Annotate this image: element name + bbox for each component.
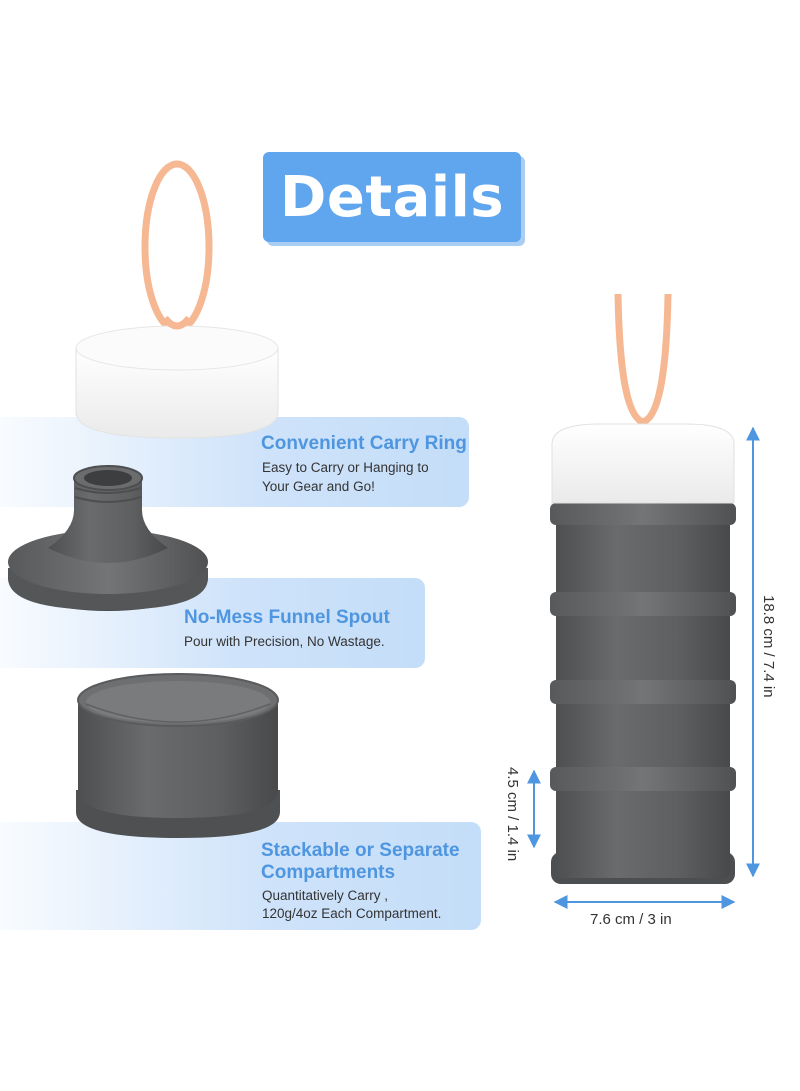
funnel-spout xyxy=(8,465,208,611)
title-badge: Details xyxy=(263,152,521,242)
feature-desc-carry-ring-line2: Your Gear and Go! xyxy=(262,479,375,494)
feature-desc-stackable-line2: 120g/4oz Each Compartment. xyxy=(262,906,442,921)
page-title: Details xyxy=(279,164,505,230)
feature-title-carry-ring: Convenient Carry Ring xyxy=(261,433,467,454)
feature-band-stackable xyxy=(0,822,481,930)
lid-with-carry-ring xyxy=(75,160,279,439)
stacked-container xyxy=(550,293,736,884)
width-dimension-label: 7.6 cm / 3 in xyxy=(590,911,672,928)
feature-title-stackable-line1: Stackable or Separate xyxy=(261,840,460,861)
feature-desc-stackable-line1: Quantitatively Carry , xyxy=(262,888,389,903)
feature-desc-carry-ring-line1: Easy to Carry or Hanging to xyxy=(262,460,429,475)
feature-title-stackable-line2: Compartments xyxy=(261,862,396,883)
height-dimension-label: 18.8 cm / 7.4 in xyxy=(760,595,777,698)
compartment-height-dimension-label: 4.5 cm / 1.4 in xyxy=(504,767,521,862)
feature-title-funnel-spout: No-Mess Funnel Spout xyxy=(184,607,390,628)
compartment-container xyxy=(76,673,280,838)
feature-desc-funnel-spout: Pour with Precision, No Wastage. xyxy=(184,634,385,649)
